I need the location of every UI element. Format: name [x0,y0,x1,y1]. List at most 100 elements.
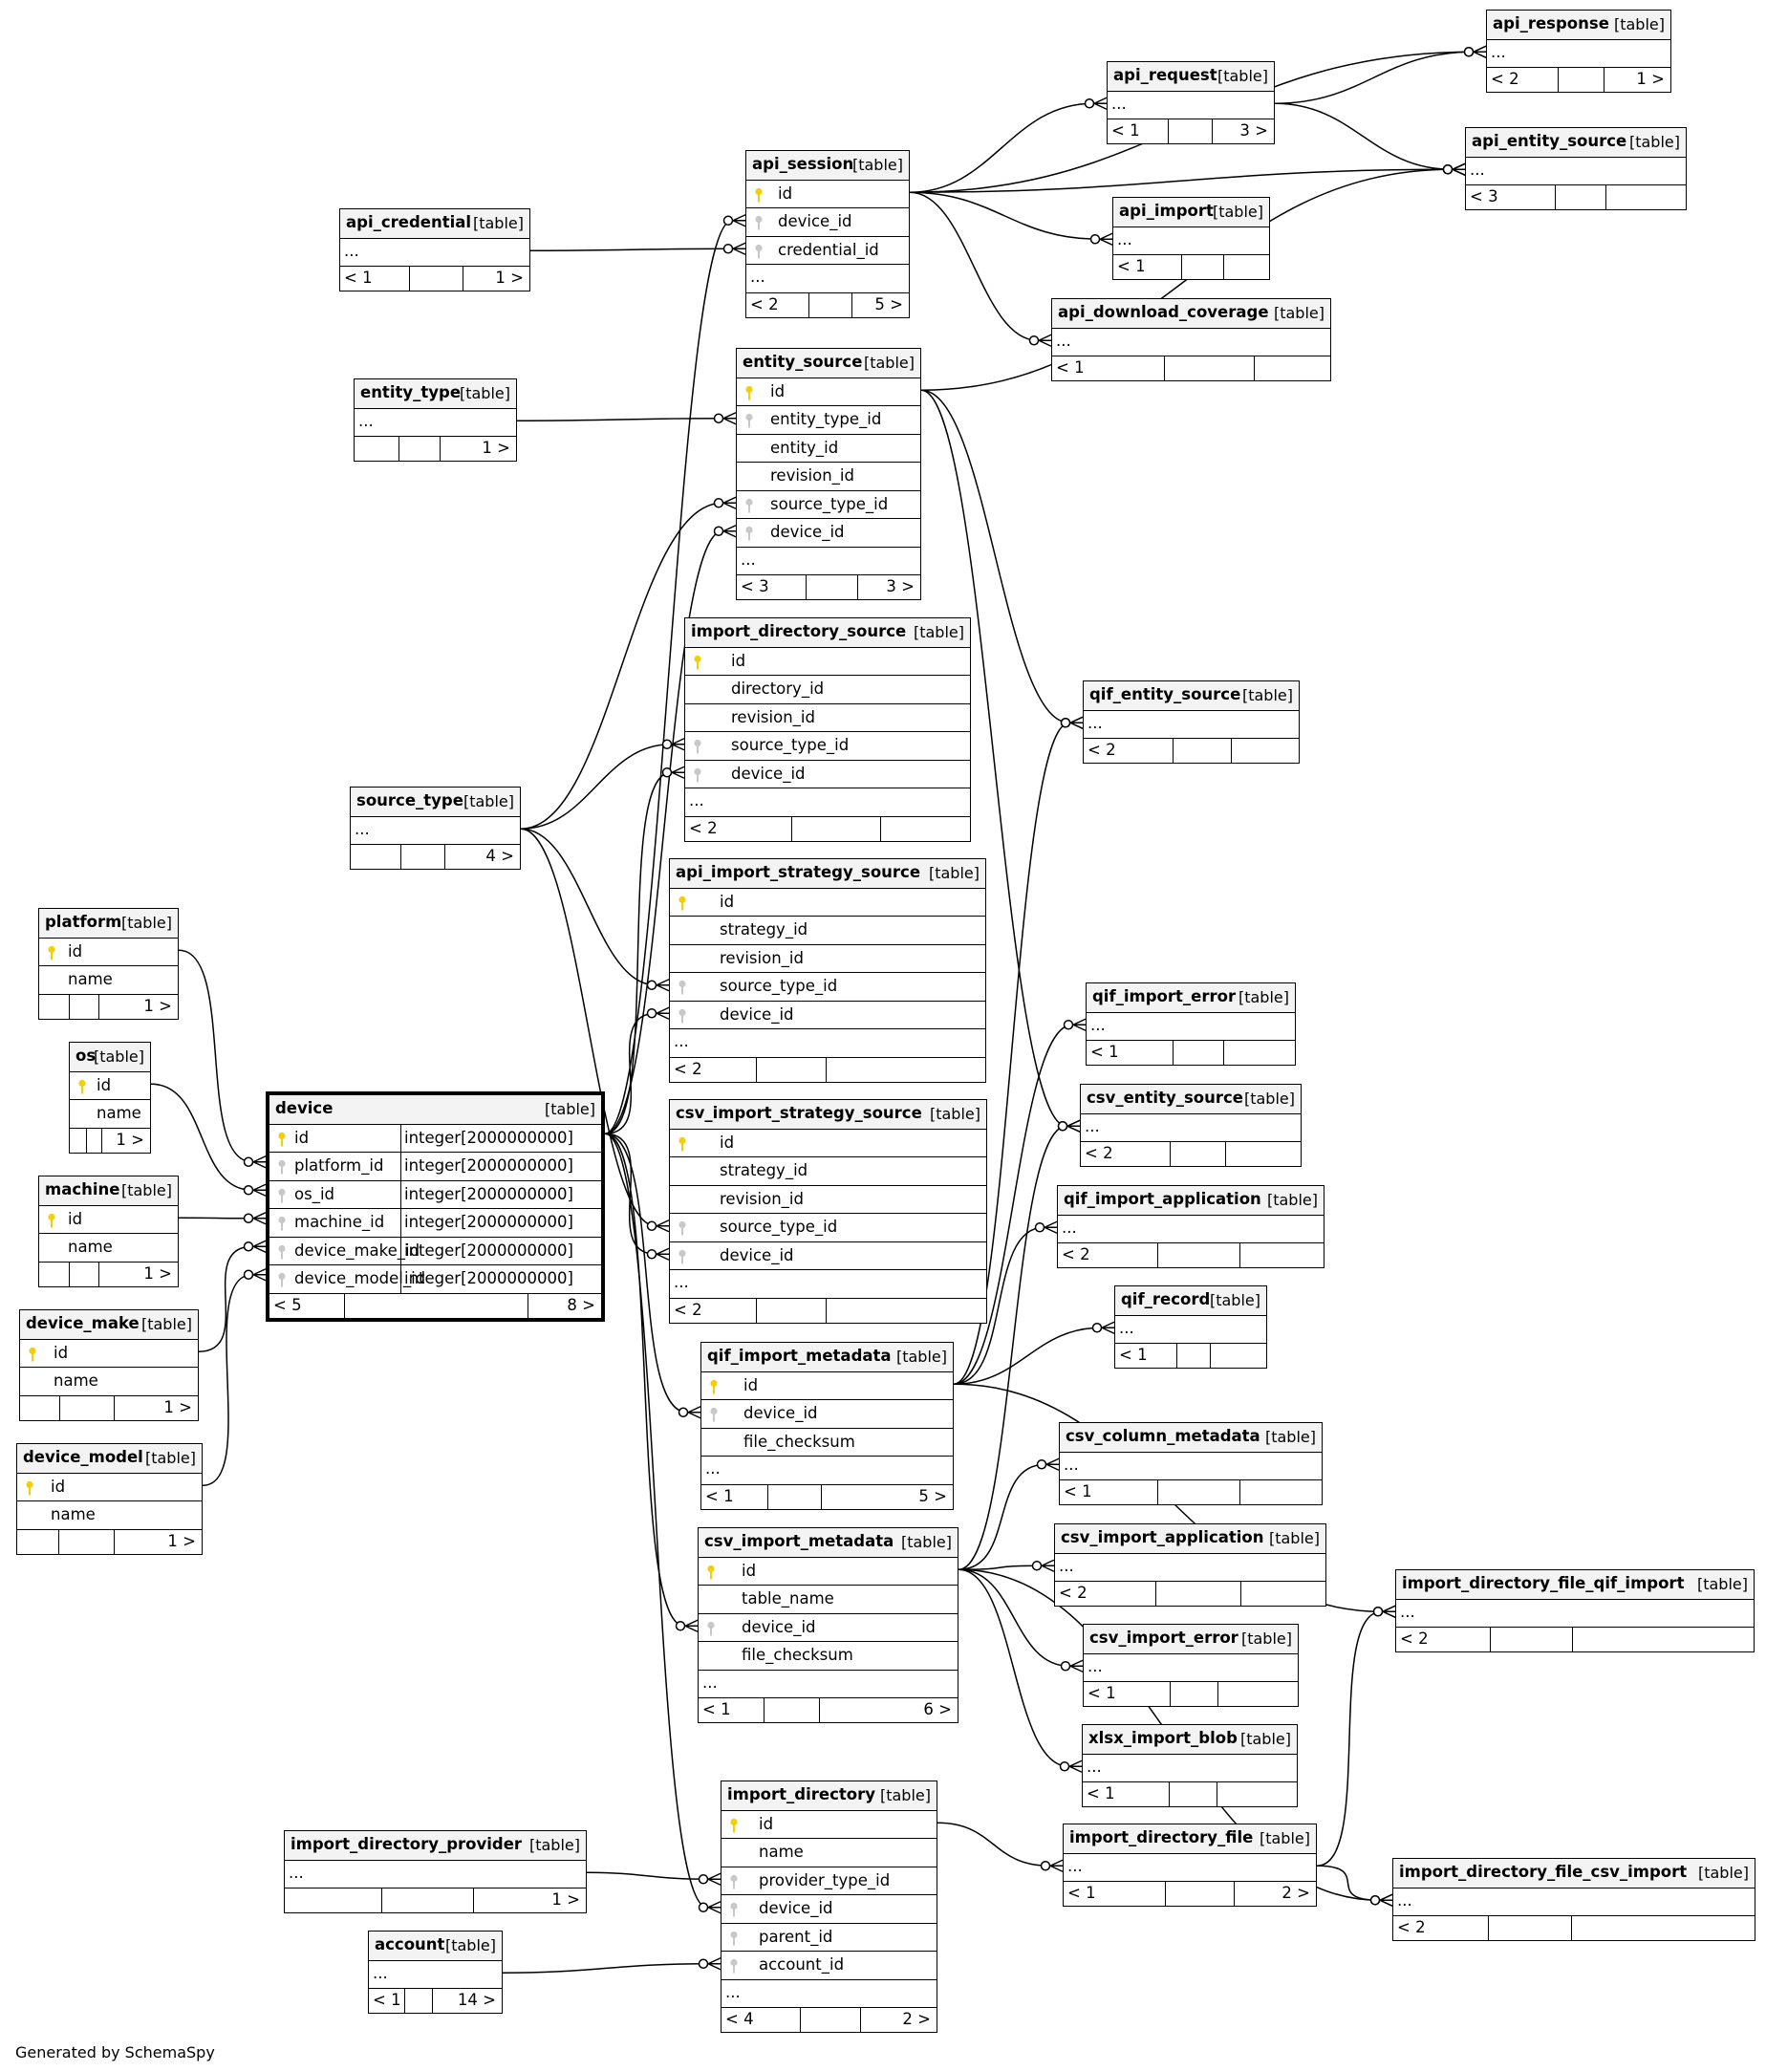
column-row-device-id[interactable]: device_id [670,1000,985,1029]
table-import-directory-provider[interactable]: import_directory_provider [table]... 1 > [284,1830,587,1913]
more-columns-row[interactable]: ... [1081,1112,1301,1142]
more-columns-row[interactable]: ... [1084,709,1299,739]
column-row-source-type-id[interactable]: source_type_id [670,1213,986,1241]
table-import-directory-file-qif-import[interactable]: import_directory_file_qif_import [table]… [1395,1569,1755,1652]
column-row-revision-id[interactable]: revision_id [685,702,970,732]
table-xlsx-import-blob[interactable]: xlsx_import_blob [table]... < 1 [1082,1724,1298,1807]
column-row-name[interactable]: name [39,1233,178,1262]
column-row-id[interactable]: id [685,646,970,676]
table-api-request[interactable]: api_request [table]... < 1 3 > [1107,61,1275,144]
column-row-file-checksum[interactable]: file_checksum [701,1427,953,1457]
column-row-name[interactable]: name [70,1099,150,1128]
more-columns-row[interactable]: ... [701,1456,953,1484]
column-row-id[interactable]: id [39,937,178,966]
table-api-download-coverage[interactable]: api_download_coverage [table]... < 1 [1051,298,1331,381]
more-columns-row[interactable]: ... [1058,1214,1324,1243]
column-row-id[interactable]: id [699,1556,958,1586]
table-qif-record[interactable]: qif_record [table]... < 1 [1114,1285,1267,1369]
more-columns-row[interactable]: ... [1083,1753,1297,1782]
table-csv-import-application[interactable]: csv_import_application [table]... < 2 [1054,1523,1326,1607]
more-columns-row[interactable]: ... [1060,1451,1322,1480]
column-row-strategy-id[interactable]: strategy_id [670,916,985,944]
column-row-device-id[interactable]: device_id [701,1399,953,1428]
column-row-entity-id[interactable]: entity_id [737,433,920,463]
column-row-file-checksum[interactable]: file_checksum [699,1641,958,1670]
more-columns-row[interactable]: ... [1108,90,1274,119]
more-columns-row[interactable]: ... [685,788,970,816]
column-row-id[interactable]: id [670,1128,986,1157]
column-row-name[interactable]: name [20,1367,198,1395]
more-columns-row[interactable]: ... [1396,1598,1754,1628]
column-row-revision-id[interactable]: revision_id [737,462,920,490]
column-row-id[interactable]: id [17,1472,202,1501]
column-row-revision-id[interactable]: revision_id [670,1184,986,1214]
more-columns-row[interactable]: ... [1052,327,1330,356]
more-columns-row[interactable]: ... [355,407,516,437]
column-row-parent-id[interactable]: parent_id [721,1922,937,1952]
table-api-entity-source[interactable]: api_entity_source [table]... < 3 [1465,127,1687,210]
column-row-name[interactable]: name [17,1500,202,1529]
column-row-table-name[interactable]: table_name [699,1585,958,1613]
more-columns-row[interactable]: ... [351,815,520,845]
column-row-device-id[interactable]: device_id [746,207,909,236]
column-row-id[interactable]: id [20,1338,198,1368]
more-columns-row[interactable]: ... [1466,156,1686,185]
more-columns-row[interactable]: ... [746,264,909,292]
column-row-directory-id[interactable]: directory_id [685,675,970,703]
more-columns-row[interactable]: ... [1084,1652,1298,1682]
column-row-name[interactable]: name [721,1838,937,1867]
more-columns-row[interactable]: ... [1113,226,1269,255]
table-api-response[interactable]: api_response [table]... < 2 1 > [1486,10,1671,93]
column-row-device-id[interactable]: device_id [737,518,920,547]
more-columns-row[interactable]: ... [721,1978,937,2008]
column-row-device-id[interactable]: device_id [670,1241,986,1270]
column-row-source-type-id[interactable]: source_type_id [670,972,985,1001]
table-entity-type[interactable]: entity_type [table]... 1 > [354,378,517,462]
more-columns-row[interactable]: ... [1393,1887,1755,1916]
more-columns-row[interactable]: ... [737,546,920,575]
column-row-provider-type-id[interactable]: provider_type_id [721,1866,937,1895]
column-row-id[interactable]: id [737,377,920,406]
table-source-type[interactable]: source_type [table]... 4 > [350,787,521,870]
column-row-id[interactable]: id [721,1809,937,1839]
more-columns-row[interactable]: ... [1115,1314,1266,1344]
table-qif-import-error[interactable]: qif_import_error [table]... < 1 [1086,982,1296,1066]
table-csv-column-metadata[interactable]: csv_column_metadata [table]... < 1 [1059,1422,1323,1505]
table-qif-entity-source[interactable]: qif_entity_source [table]... < 2 [1083,680,1300,764]
column-row-name[interactable]: name [39,965,178,994]
column-row-id[interactable]: id [70,1070,150,1100]
more-columns-row[interactable]: ... [1055,1552,1325,1582]
column-row-id[interactable]: id [746,179,909,208]
more-columns-row[interactable]: ... [1087,1011,1295,1041]
column-row-id[interactable]: id [701,1371,953,1400]
more-columns-row[interactable]: ... [1487,38,1670,68]
column-row-id[interactable]: id [670,887,985,917]
more-columns-row[interactable]: ... [699,1669,958,1698]
table-api-import[interactable]: api_import [table]... < 1 [1112,197,1270,280]
column-row-strategy-id[interactable]: strategy_id [670,1156,986,1185]
table-csv-import-error[interactable]: csv_import_error [table]... < 1 [1083,1624,1299,1707]
more-columns-row[interactable]: ... [670,1269,986,1298]
column-row-device-id[interactable]: device_id [699,1612,958,1642]
table-import-directory-file-csv-import[interactable]: import_directory_file_csv_import [table]… [1392,1858,1755,1941]
column-row-account-id[interactable]: account_id [721,1951,937,1979]
column-row-credential-id[interactable]: credential_id [746,235,909,265]
